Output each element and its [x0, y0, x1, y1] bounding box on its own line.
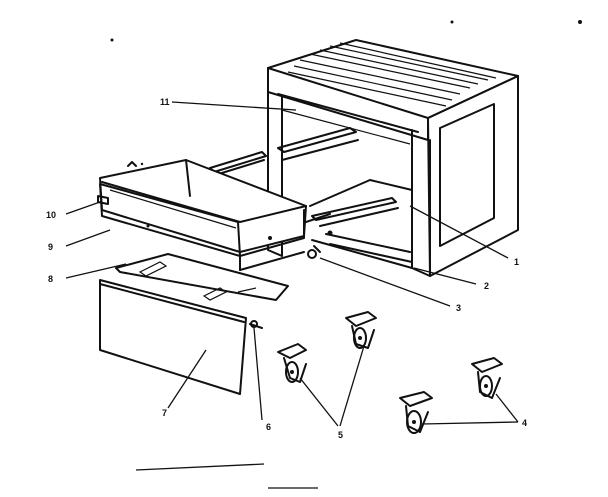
screw [249, 320, 263, 329]
caster-right-2 [471, 357, 503, 399]
bottom-slide-rail [325, 233, 413, 263]
stray-marks [110, 20, 582, 489]
caster-left-1 [277, 343, 307, 383]
drawer-liner [115, 253, 289, 301]
cabinet-body [267, 39, 519, 277]
drawer-handle [97, 195, 109, 205]
callout-1: 1 [514, 257, 519, 267]
callout-10: 10 [46, 210, 56, 220]
callout-11: 11 [160, 97, 170, 107]
callout-6: 6 [266, 422, 271, 432]
caster-left-2 [345, 311, 377, 349]
upper-slide-rail [277, 127, 359, 161]
caster-right-1 [399, 391, 433, 434]
callout-7: 7 [162, 408, 167, 418]
leader-lines [65, 101, 519, 427]
callout-8: 8 [48, 274, 53, 284]
top-panel-ribs [287, 42, 497, 107]
callout-5: 5 [338, 430, 343, 440]
callout-9: 9 [48, 242, 53, 252]
callout-2: 2 [484, 281, 489, 291]
callout-4: 4 [522, 418, 527, 428]
callout-labels: 11 1 2 3 10 9 8 7 6 5 4 [46, 97, 527, 440]
drawer-front-panel [99, 279, 247, 395]
callout-3: 3 [456, 303, 461, 313]
drawer-box [99, 159, 307, 271]
bumper [307, 245, 321, 259]
